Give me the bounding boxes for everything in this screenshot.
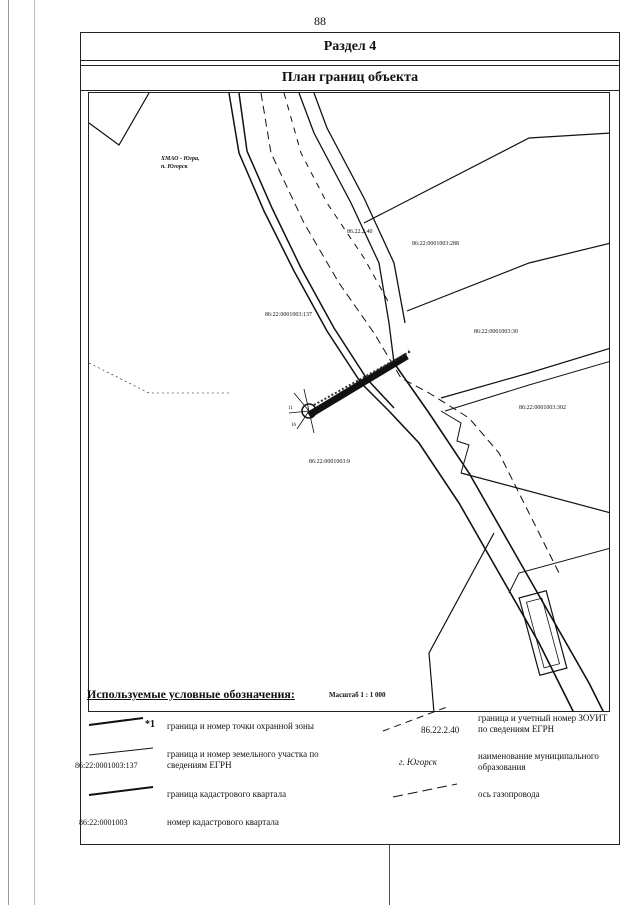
parcel-bottom-right-2: [508, 548, 609, 594]
road-boundary-right: [298, 93, 395, 364]
legend-quarter-number-symbol: 86:22:0001003: [79, 818, 128, 827]
label-parcel-288: 86:22:0001003:288: [412, 241, 460, 247]
road-boundary-left: [228, 93, 390, 412]
scan-edge-line-left-2: [34, 0, 35, 905]
plan-title: План границ объекта: [81, 65, 619, 91]
legend-municipal-text-line2: образования: [478, 762, 526, 772]
survey-point-rays: [288, 388, 315, 434]
gas-pipe-object-edge: [313, 350, 412, 406]
document-frame: Раздел 4 План границ объекта: [75, 32, 620, 845]
legend-parcel-line-symbol: [88, 747, 154, 756]
map-drawing: [89, 93, 609, 711]
label-parcel-302: 86:22:0001003:302: [519, 405, 567, 411]
legend-zone-point-symbol: *1: [145, 719, 155, 730]
point-number-11: 11: [288, 406, 293, 411]
label-parcel-30: 86:22:0001003:30: [474, 329, 519, 335]
legend-quarter-border-symbol: [88, 786, 154, 796]
parcel-30-boundary: [406, 242, 609, 312]
municipality-label-line2: п. Югорск: [161, 164, 188, 170]
parcel-288-boundary: [363, 132, 609, 224]
point-number-1: 1: [407, 350, 410, 355]
municipality-label: ХМАО - Югра, п. Югорск: [161, 155, 200, 171]
legend-zone-line-symbol: [88, 717, 144, 726]
label-quarter-9: 86:22:0001003:9: [309, 459, 351, 465]
legend-title: Используемые условные обозначения:: [87, 687, 295, 701]
boundary-plan-map: ХМАО - Югра, п. Югорск 86.22.2.40 86:22:…: [88, 92, 610, 712]
legend-zone-point-text: граница и номер точки охранной зоны: [167, 721, 314, 731]
scan-fold-line: [389, 845, 390, 905]
parcel-302-bottom: [460, 472, 609, 514]
point-number-16: 16: [291, 423, 296, 428]
scan-edge-line-left: [8, 0, 9, 905]
page-number: 88: [314, 14, 326, 28]
road-boundary-right-2: [313, 93, 406, 324]
municipality-label-line1: ХМАО - Югра,: [161, 156, 200, 162]
legend-quarter-number-text: номер кадастрового квартала: [167, 817, 279, 827]
legend-parcel-text-line2: сведениям ЕГРН: [167, 760, 232, 770]
legend-quarter-border-text: граница кадастрового квартала: [167, 789, 287, 799]
survey-point-cluster: [301, 403, 317, 419]
parcel-302-inner: [444, 361, 609, 412]
parcel-302-boundary: [440, 347, 609, 399]
legend-zouit-text-line1: граница и учетный номер ЗОУИТ: [478, 713, 608, 723]
legend-municipal-symbol-text: г. Югорск: [399, 757, 437, 767]
zouit-dashed-boundary: [260, 93, 560, 574]
building-footprint-inner: [525, 597, 561, 669]
map-scale: Масштаб 1 : 1 000: [329, 691, 386, 699]
gas-pipe-object: [307, 353, 409, 418]
label-zouit: 86.22.2.40: [347, 229, 373, 235]
gas-axis-dashed: [283, 93, 390, 304]
legend-gas-axis-text: ось газопровода: [478, 789, 540, 799]
road-continuation: [393, 362, 604, 711]
legend-zouit-text-line2: по сведениям ЕГРН: [478, 724, 555, 734]
parcel-bottom-right-1: [428, 532, 495, 711]
label-parcel-137: 86:22:0001003:137: [265, 312, 313, 318]
quarter-step-boundary: [440, 410, 470, 474]
parcel-137-edge: [89, 362, 229, 394]
legend-gas-axis-symbol: [392, 783, 458, 798]
road-continuation-2: [388, 410, 574, 711]
section-title: Раздел 4: [81, 33, 619, 61]
road-boundary-left-inner: [238, 93, 395, 409]
building-footprint: [518, 590, 568, 676]
legend-zouit-symbol-text: 86.22.2.40: [421, 725, 460, 735]
parcel-boundary-topleft: [89, 93, 150, 146]
legend-municipal-text-line1: наименование муниципального: [478, 751, 599, 761]
legend-parcel-text-line1: граница и номер земельного участка по: [167, 749, 319, 759]
legend-parcel-symbol-text: 86:22:0001003:137: [75, 761, 138, 770]
